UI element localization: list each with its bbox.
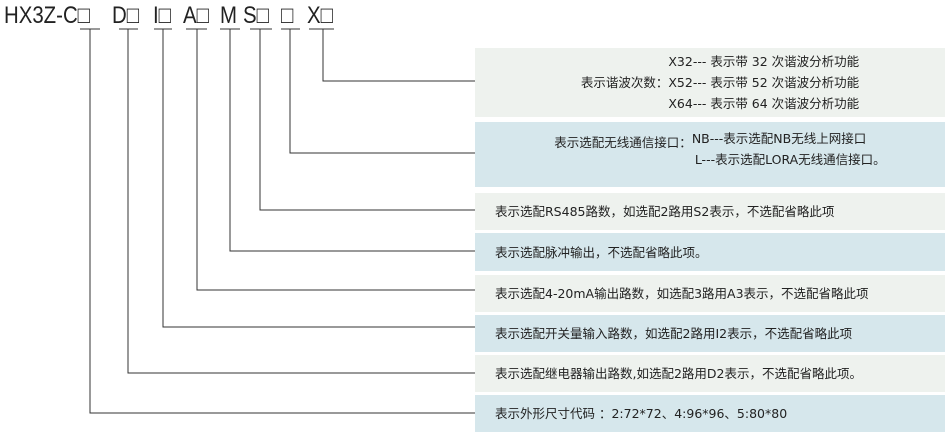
model-code-x: X□ <box>307 2 333 29</box>
model-code-a: A□ <box>183 2 209 29</box>
pulse-text: 表示选配脉冲输出，不选配省略此项。 <box>495 244 708 260</box>
size-box: 表示外形尺寸代码 ：2:72*72、4:96*96、5:80*80 <box>475 395 945 432</box>
model-code: HX3Z-C□ <box>4 2 90 29</box>
wireless-line: NB---表示选配NB无线上网接口 <box>691 130 867 146</box>
switch-input-text: 表示选配开关量输入路数，如选配2路用I2表示，不选配省略此项 <box>495 326 853 341</box>
wireless-line: L---表示选配LORA无线通信接口。 <box>694 151 886 167</box>
relay-text: 表示选配继电器输出路数,如选配2路用D2表示，不选配省略此项。 <box>495 366 863 381</box>
analog-text: 表示选配4-20mA输出路数，如选配3路用A3表示，不选配省略此项 <box>495 286 869 301</box>
rs485-text: 表示选配RS485路数，如选配2路用S2表示，不选配省略此项 <box>495 204 835 219</box>
size-text: 表示外形尺寸代码 ：2:72*72、4:96*96、5:80*80 <box>495 406 788 421</box>
switch-input-box: 表示选配开关量输入路数，如选配2路用I2表示，不选配省略此项 <box>475 315 945 352</box>
pulse-box: 表示选配脉冲输出，不选配省略此项。 <box>475 233 945 271</box>
harmonic-label: 表示谐波次数： <box>580 75 669 90</box>
harmonic-line: X64--- 表示带 64 次谐波分析功能 <box>668 96 860 111</box>
model-code-d: D□ <box>112 2 140 29</box>
relay-box: 表示选配继电器输出路数,如选配2路用D2表示，不选配省略此项。 <box>475 355 945 392</box>
model-code-i: I□ <box>153 2 171 29</box>
rs485-box: 表示选配RS485路数，如选配2路用S2表示，不选配省略此项 <box>475 193 945 230</box>
harmonic-line: X52--- 表示带 52 次谐波分析功能 <box>668 75 860 90</box>
model-code-m: M <box>220 2 237 29</box>
model-code-s: S□ <box>243 2 269 29</box>
model-code-blank: □ <box>281 2 294 29</box>
wireless-box: 表示选配无线通信接口： NB---表示选配NB无线上网接口 L---表示选配LO… <box>475 122 945 187</box>
analog-box: 表示选配4-20mA输出路数，如选配3路用A3表示，不选配省略此项 <box>475 275 945 312</box>
wireless-label: 表示选配无线通信接口： <box>554 135 692 150</box>
harmonic-line: X32--- 表示带 32 次谐波分析功能 <box>668 54 860 69</box>
harmonic-box: 表示谐波次数： X32--- 表示带 32 次谐波分析功能 X52--- 表示带… <box>475 48 945 117</box>
